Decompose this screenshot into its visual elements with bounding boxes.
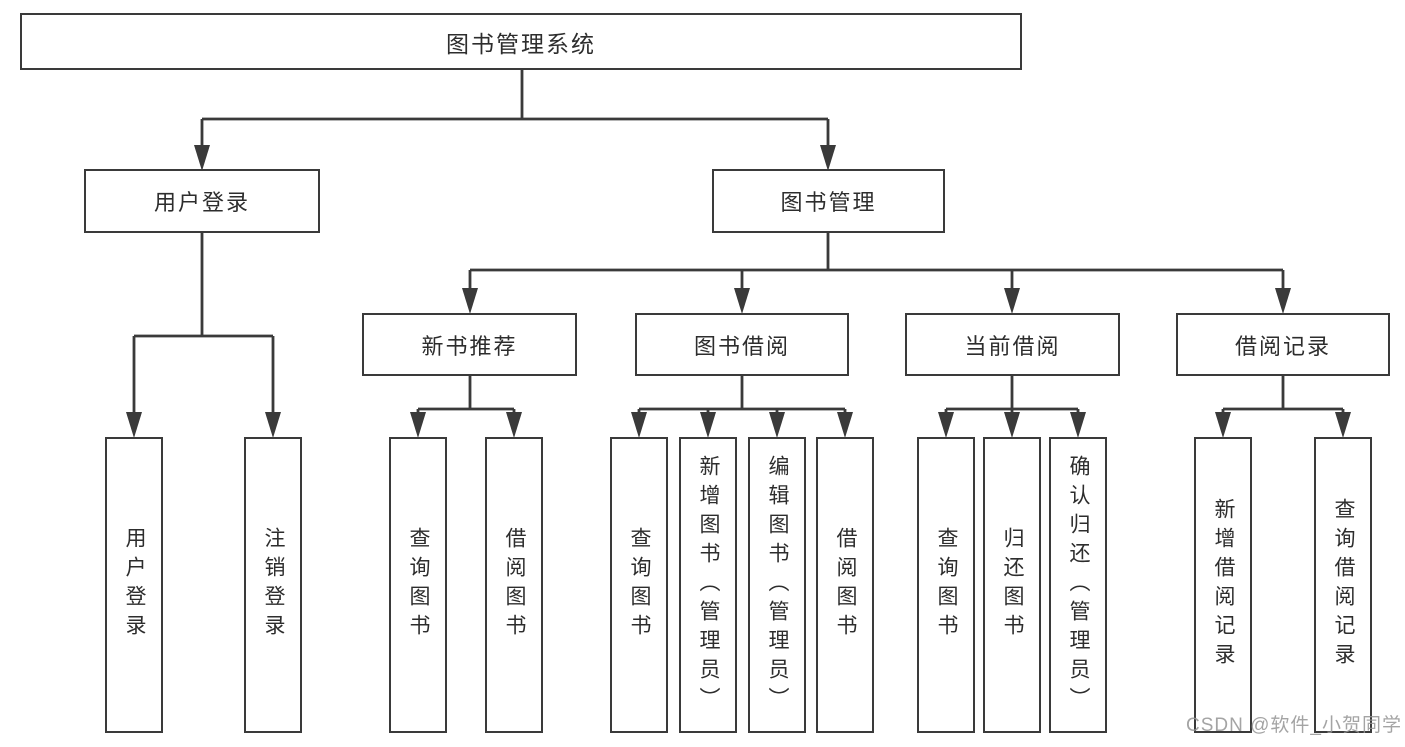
- leaf-current-query-books: 查询图书: [917, 437, 975, 733]
- node-book-management: 图书管理: [712, 169, 945, 233]
- connector-userlogin-to-leaves: [132, 233, 275, 416]
- arrowheads: [126, 145, 1351, 438]
- leaf-newbook-query-books: 查询图书: [389, 437, 447, 733]
- leaf-borrowing-borrow-books: 借阅图书: [816, 437, 874, 733]
- leaf-logout: 注销登录: [244, 437, 302, 733]
- node-book-borrowing: 图书借阅: [635, 313, 849, 376]
- leaf-records-query-borrow-record: 查询借阅记录: [1314, 437, 1372, 733]
- leaf-current-return-books: 归还图书: [983, 437, 1041, 733]
- connector-bookmgmt-to-level3: [468, 233, 1285, 292]
- leaf-records-add-borrow-record: 新增借阅记录: [1194, 437, 1252, 733]
- node-new-book-recommendation: 新书推荐: [362, 313, 577, 376]
- node-user-login: 用户登录: [84, 169, 320, 233]
- leaf-borrowing-query-books: 查询图书: [610, 437, 668, 733]
- connector-newbook-to-leaves: [416, 376, 516, 416]
- leaf-user-login: 用户登录: [105, 437, 163, 733]
- node-borrowing-records: 借阅记录: [1176, 313, 1390, 376]
- leaf-newbook-borrow-books: 借阅图书: [485, 437, 543, 733]
- leaf-current-confirm-return-admin: 确认归还（管理员）: [1049, 437, 1107, 733]
- connector-currentborrow-to-leaves: [944, 376, 1080, 416]
- csdn-watermark: CSDN @软件_小贺同学: [1186, 715, 1402, 736]
- connector-root-to-level2: [200, 69, 830, 150]
- connector-bookborrow-to-leaves: [637, 376, 847, 416]
- node-library-management-system: 图书管理系统: [20, 13, 1022, 70]
- leaf-borrowing-add-books-admin: 新增图书（管理员）: [679, 437, 737, 733]
- node-current-borrowing: 当前借阅: [905, 313, 1120, 376]
- connector-records-to-leaves: [1221, 376, 1345, 416]
- leaf-borrowing-edit-books-admin: 编辑图书（管理员）: [748, 437, 806, 733]
